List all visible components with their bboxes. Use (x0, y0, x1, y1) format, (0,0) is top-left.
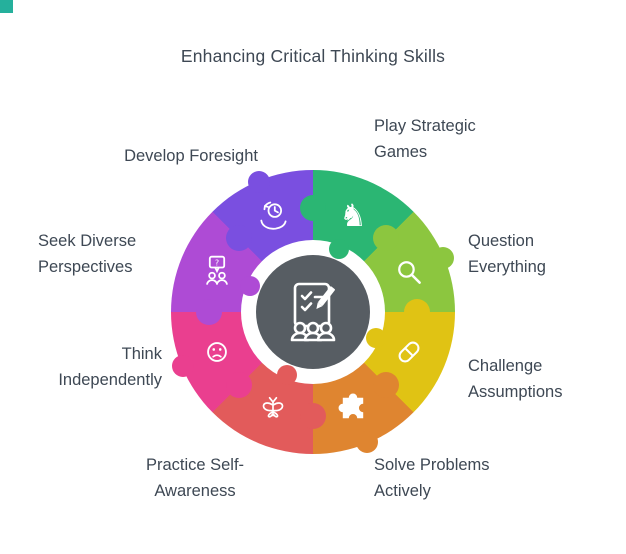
puzzle-piece-icon (333, 388, 373, 428)
inner-bump (366, 328, 386, 348)
hand-clock-foresight-icon (253, 196, 293, 236)
label-play-strategic-games: Play Strategic Games (374, 117, 476, 161)
clipboard-checklist-team-icon (273, 272, 353, 352)
question-people-icon: ? (197, 252, 237, 292)
puzzle-tab (300, 195, 326, 221)
label-challenge-assumptions: Challenge Assumptions (468, 357, 563, 401)
outer-bump (356, 431, 378, 453)
inner-bump (329, 239, 349, 259)
puzzle-tab (226, 225, 252, 251)
inner-bump (240, 276, 260, 296)
puzzle-tab (373, 225, 399, 251)
puzzle-tab (373, 372, 399, 398)
page-title: Enhancing Critical Thinking Skills (180, 46, 446, 66)
puzzle-tab (300, 403, 326, 429)
label-solve-problems-actively: Solve Problems Actively (374, 456, 490, 500)
inner-bump (277, 365, 297, 385)
svg-text:?: ? (215, 257, 219, 267)
center-circle (256, 255, 370, 369)
magnifying-glass-icon (389, 252, 429, 292)
puzzle-tab (226, 372, 252, 398)
sad-face-icon (197, 332, 237, 372)
wheel-ring (171, 170, 455, 454)
outer-bump (172, 355, 194, 377)
butterfly-icon (253, 388, 293, 428)
outer-bump (248, 171, 270, 193)
puzzle-tab (196, 299, 222, 325)
chess-knight-icon: ♞ (339, 198, 367, 234)
label-question-everything: Question Everything (468, 232, 546, 276)
outer-bump (432, 247, 454, 269)
label-practice-self-awareness: Practice Self- Awareness (145, 456, 245, 500)
corner-accent (0, 0, 13, 13)
puzzle-tab (404, 299, 430, 325)
capsule-icon (389, 332, 429, 372)
label-seek-diverse-perspectives: Seek Diverse Perspectives (38, 232, 137, 276)
label-think-independently: Think Independently (58, 345, 162, 389)
label-develop-foresight: Develop Foresight (124, 147, 258, 165)
